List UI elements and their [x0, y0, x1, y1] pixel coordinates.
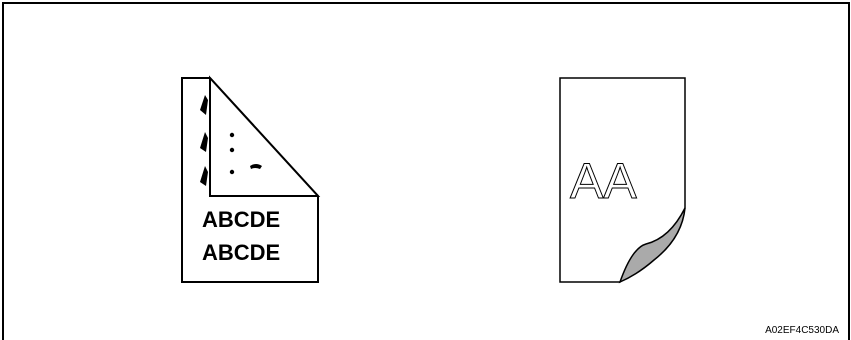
folded-flap: [210, 78, 318, 196]
folded-corner-page-icon: ABCDE ABCDE: [170, 70, 330, 290]
curled-corner-page-icon: AA: [550, 70, 700, 290]
toner-dot: [230, 148, 234, 152]
outline-text: AA: [570, 153, 637, 209]
toner-dot: [230, 170, 234, 174]
figure-code: A02EF4C530DA: [765, 325, 839, 336]
frame-right-border: [848, 2, 850, 340]
frame-top-border: [2, 2, 850, 4]
sheet-text-line-2: ABCDE: [202, 240, 280, 265]
frame-left-border: [2, 2, 4, 340]
sheet-text-line-1: ABCDE: [202, 207, 280, 232]
toner-dot: [230, 133, 234, 137]
